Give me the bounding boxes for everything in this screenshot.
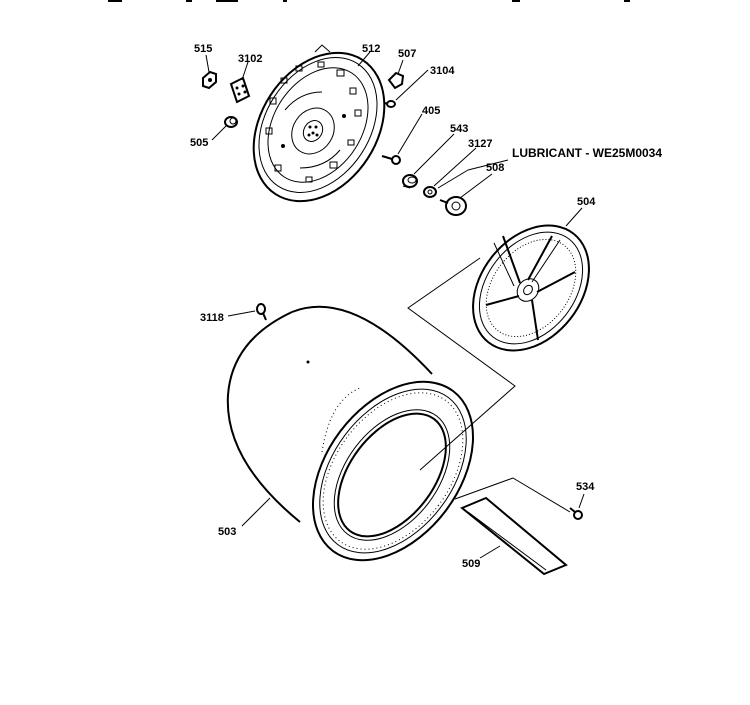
callout-3118: 3118 [200, 312, 224, 324]
leader-lines [205, 51, 585, 559]
callout-3104: 3104 [430, 65, 455, 77]
alignment-lines [407, 257, 571, 513]
callout-534: 534 [576, 481, 595, 493]
callout-509: 509 [462, 558, 480, 570]
callout-405: 405 [422, 105, 440, 117]
part-543-bearing [402, 174, 418, 189]
part-3127-washer [423, 186, 437, 198]
part-508-shaft [439, 196, 467, 216]
callout-508: 508 [486, 162, 504, 174]
part-534-screw [569, 507, 583, 520]
callout-505: 505 [190, 137, 208, 149]
callout-507: 507 [398, 48, 416, 60]
callout-3127: 3127 [468, 138, 492, 150]
part-515-clip [202, 70, 217, 90]
rear-bulkhead [252, 44, 386, 203]
lubricant-note: LUBRICANT - WE25M0034 [512, 146, 662, 160]
callout-503: 503 [218, 526, 236, 538]
callout-515: 515 [194, 43, 212, 55]
callout-labels: 515 3102 512 507 3104 505 405 543 3127 L… [190, 43, 662, 570]
part-507-clip [387, 71, 405, 90]
callout-504: 504 [577, 196, 596, 208]
drum-rear-spider [472, 224, 590, 352]
callout-512: 512 [362, 43, 380, 55]
part-3104-screw [384, 100, 396, 108]
part-3118-screw [256, 303, 267, 321]
drum [226, 305, 475, 562]
callout-3102: 3102 [238, 53, 262, 65]
part-505-bumper [224, 116, 238, 128]
baffle [460, 496, 568, 576]
part-405-screw [381, 155, 401, 165]
callout-543: 543 [450, 123, 468, 135]
part-3102-pad [229, 76, 251, 104]
